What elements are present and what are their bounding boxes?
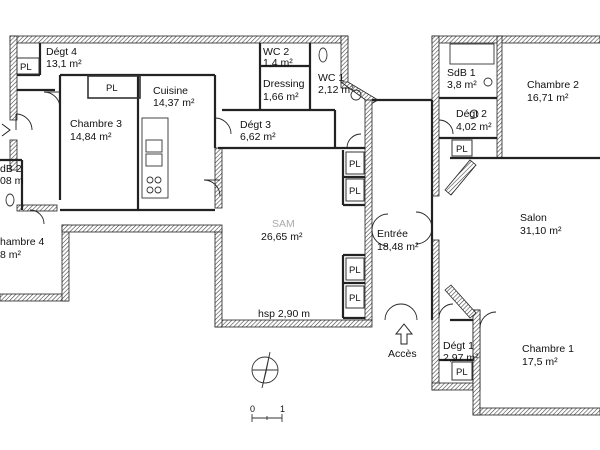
- room-name-degt3: Dégt 3: [240, 119, 271, 131]
- room-name-chambre2: Chambre 2: [527, 79, 579, 91]
- scale-bar: [251, 414, 283, 422]
- room-name-sdb2: dB 2: [0, 163, 22, 175]
- room-area-degt1: 2,97 m²: [443, 352, 479, 364]
- room-area-sdb1: 3,8 m²: [447, 79, 477, 91]
- room-labels: Dégt 4 13,1 m² WC 2 1,4 m² Dressing 1,66…: [0, 46, 579, 368]
- placard-labels: PL PL PL PL PL PL PL PL: [20, 62, 468, 378]
- room-name-chambre1: Chambre 1: [522, 343, 574, 355]
- room-area-chambre2: 16,71 m²: [527, 92, 569, 104]
- scale-start: 0: [250, 404, 255, 414]
- exterior-walls-left: [0, 35, 379, 328]
- room-name-sam: SAM: [272, 218, 295, 230]
- pl-label: PL: [349, 293, 361, 304]
- room-area-cuisine: 14,37 m²: [153, 97, 195, 109]
- room-name-chambre3: Chambre 3: [70, 118, 122, 130]
- fixtures: [5, 43, 495, 207]
- room-area-degt4: 13,1 m²: [46, 58, 82, 70]
- room-name-wc2: WC 2: [263, 46, 289, 58]
- room-name-cuisine: Cuisine: [153, 85, 188, 97]
- room-name-salon: Salon: [520, 212, 547, 224]
- room-area-entree: 18,48 m²: [377, 241, 419, 253]
- pl-label: PL: [349, 265, 361, 276]
- room-area-degt3: 6,62 m²: [240, 131, 276, 143]
- room-name-degt1: Dégt 1: [443, 340, 474, 352]
- room-name-entree: Entrée: [377, 228, 408, 240]
- room-name-dressing: Dressing: [263, 78, 305, 90]
- room-name-wc1: WC 1: [318, 72, 344, 84]
- doors: [15, 91, 497, 329]
- pl-label: PL: [20, 62, 32, 73]
- room-name-sdb1: SdB 1: [447, 67, 476, 79]
- room-area-dressing: 1,66 m²: [263, 91, 299, 103]
- room-area-chambre3: 14,84 m²: [70, 131, 112, 143]
- room-area-sam: 26,65 m²: [261, 231, 303, 243]
- access-arrow-icon: [394, 323, 414, 345]
- room-area-wc2: 1,4 m²: [263, 57, 293, 69]
- pl-label: PL: [349, 159, 361, 170]
- interior-walls: [0, 43, 600, 362]
- access-label: Accès: [388, 348, 417, 360]
- pl-label: PL: [349, 186, 361, 197]
- compass-icon: [251, 351, 279, 389]
- exterior-walls-right: [431, 35, 600, 416]
- left-entry-marker-icon: [1, 123, 11, 137]
- room-name-chambre4: hambre 4: [0, 236, 45, 248]
- pl-label: PL: [456, 367, 468, 378]
- room-area-chambre4: 8 m²: [0, 249, 22, 261]
- placard-boxes: [16, 57, 473, 381]
- room-area-degt2: 4,02 m²: [456, 121, 492, 133]
- pl-label: PL: [106, 83, 118, 94]
- room-name-degt4: Dégt 4: [46, 46, 77, 58]
- scale-end: 1: [280, 404, 285, 414]
- room-area-chambre1: 17,5 m²: [522, 356, 558, 368]
- pl-label: PL: [456, 144, 468, 155]
- ceiling-height-note: hsp 2,90 m: [258, 308, 310, 320]
- room-area-wc1: 2,12 m²: [318, 84, 354, 96]
- room-area-salon: 31,10 m²: [520, 225, 562, 237]
- room-area-sdb2: 08 m: [0, 175, 24, 187]
- room-name-degt2: Dégt 2: [456, 108, 487, 120]
